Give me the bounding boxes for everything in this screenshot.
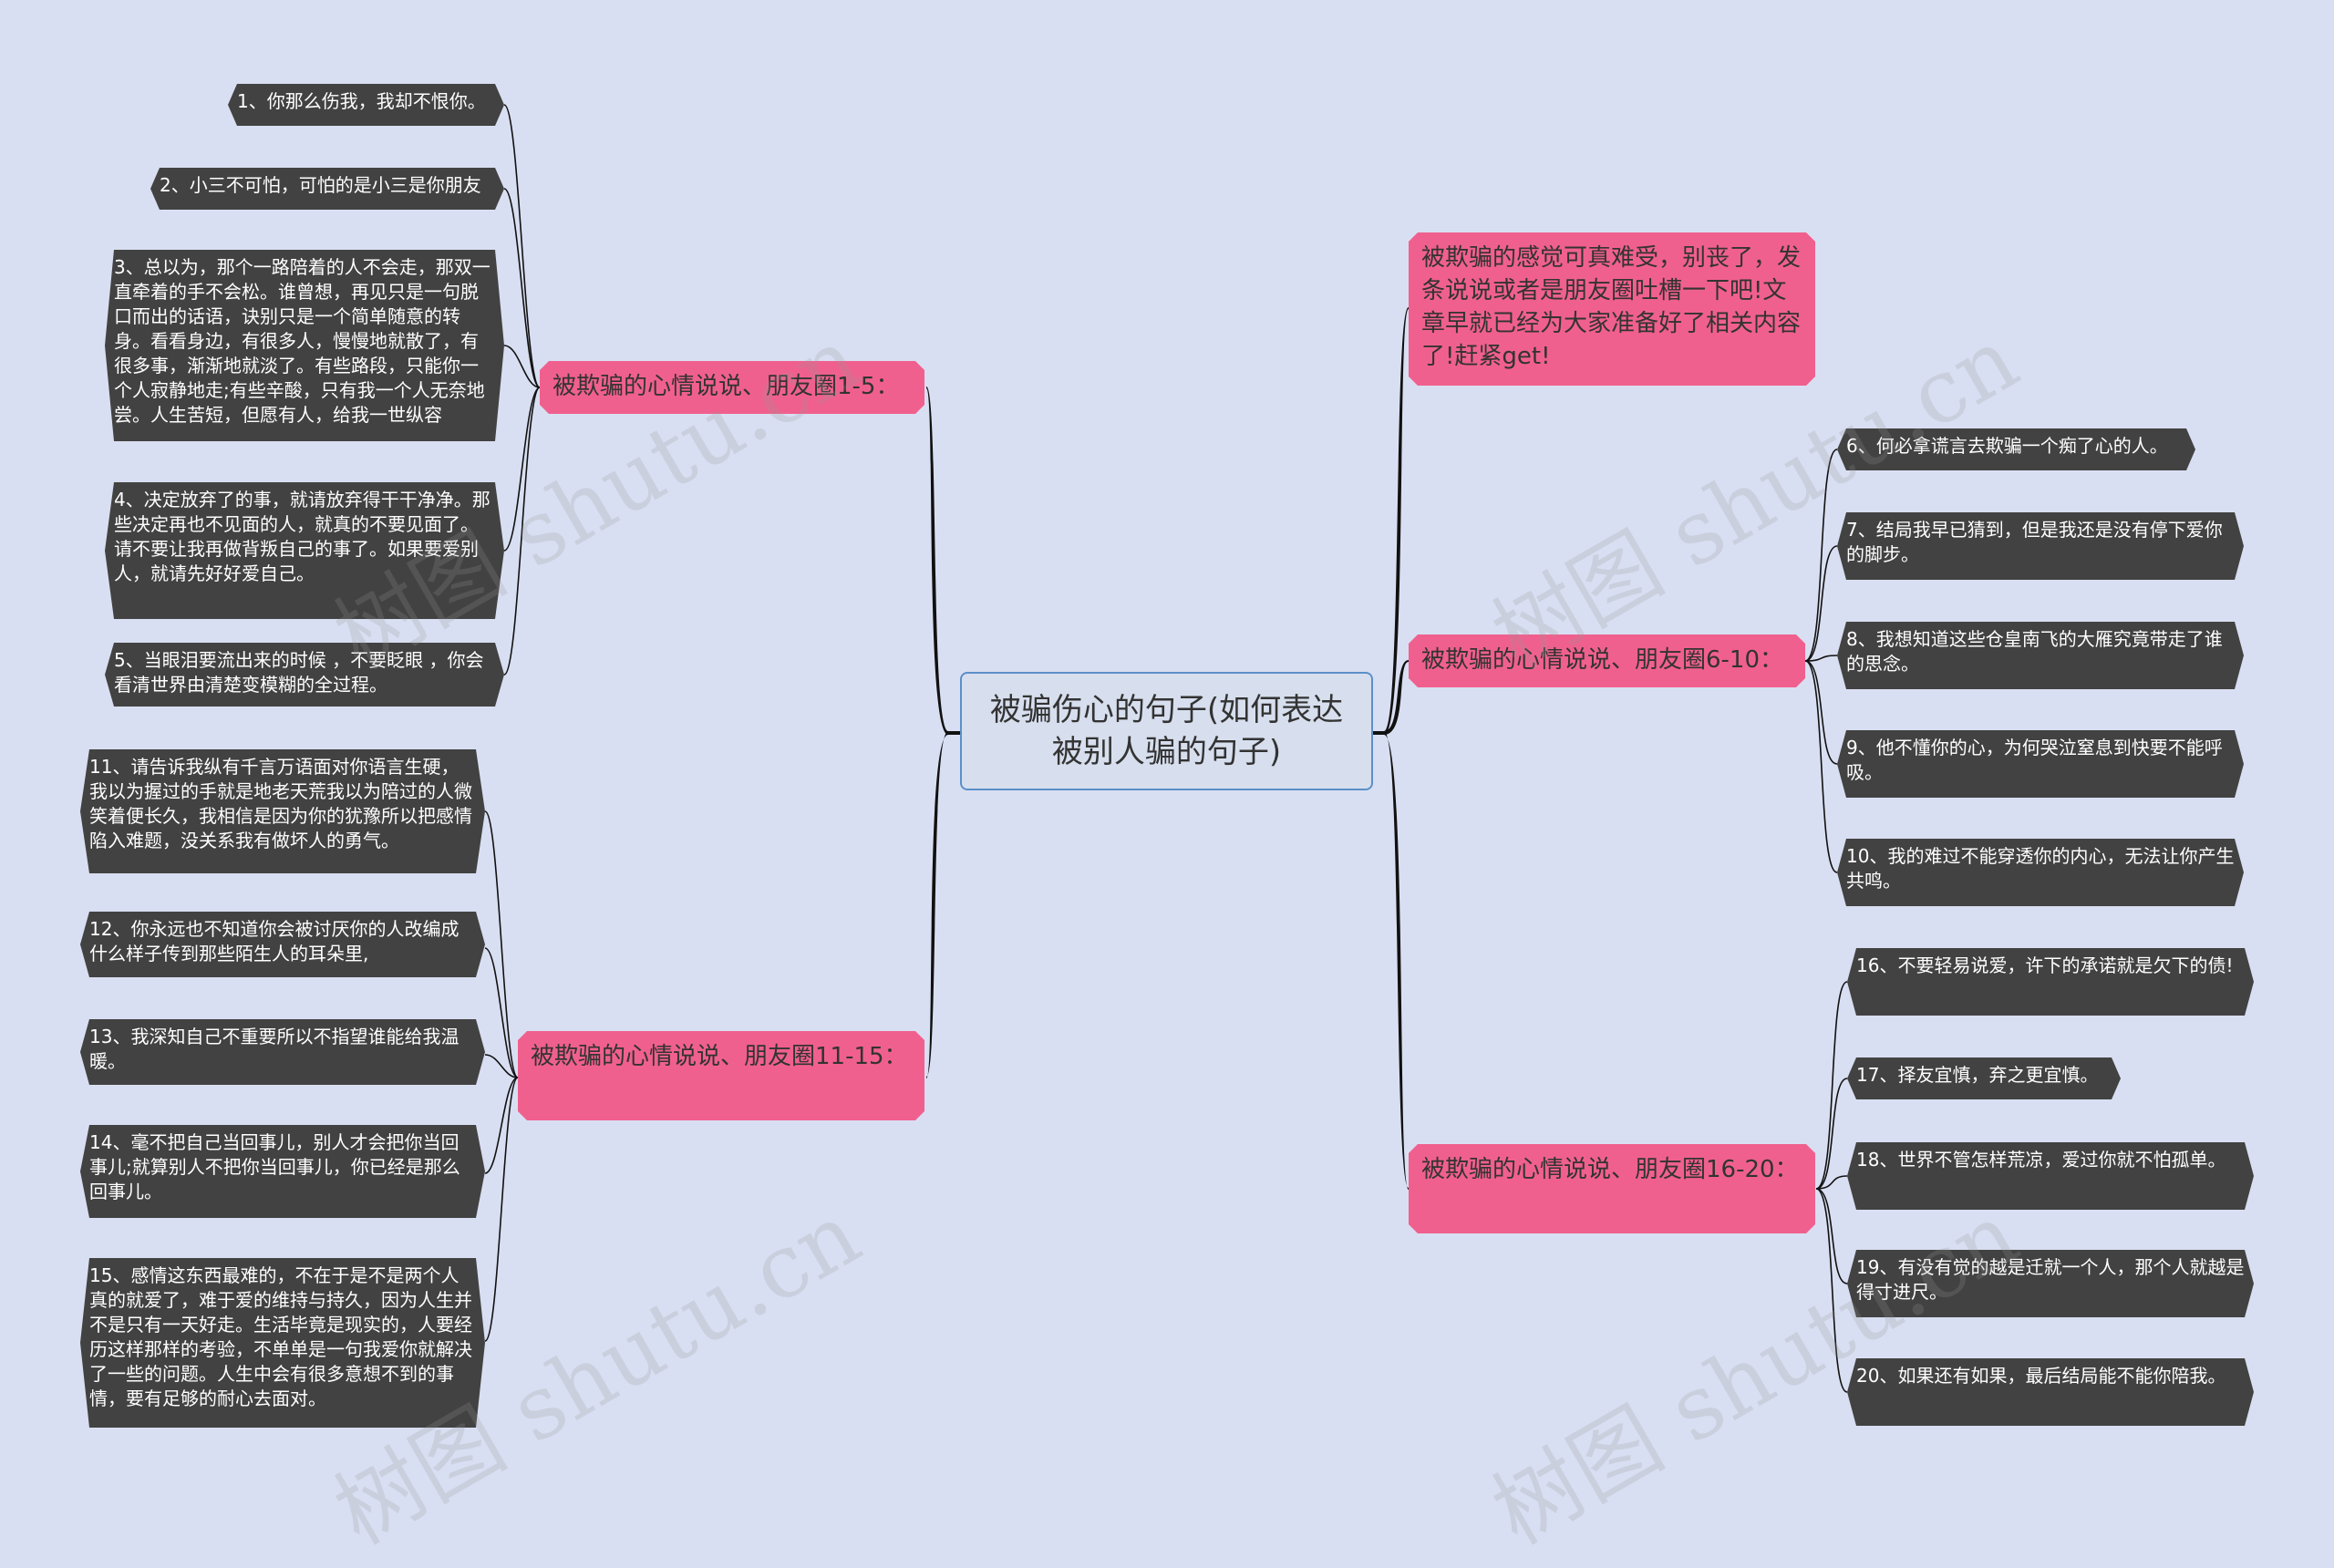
leaf-text: 18、世界不管怎样荒凉，爱过你就不怕孤单。 bbox=[1856, 1149, 2226, 1171]
leaf-text: 3、总以为，那个一路陪着的人不会走，那双一直牵着的手不会松。谁曾想，再见只是一句… bbox=[114, 256, 491, 426]
branch-label-3: 被欺骗的心情说说、朋友圈6-10： bbox=[1421, 646, 1784, 674]
leaf-11[interactable]: 11、请告诉我纵有千言万语面对你语言生硬，我以为握过的手就是地老天荒我以为陪过的… bbox=[80, 749, 485, 873]
leaf-1[interactable]: 1、你那么伤我，我却不恨你。 bbox=[228, 84, 504, 126]
leaf-19[interactable]: 19、有没有觉的越是迁就一个人，那个人就越是得寸进尺。 bbox=[1847, 1250, 2254, 1317]
connector-root-branch-1 bbox=[926, 387, 948, 735]
branch-label-1: 被欺骗的心情说说、朋友圈1-5： bbox=[553, 373, 900, 400]
leaf-text: 16、不要轻易说爱，许下的承诺就是欠下的债! bbox=[1856, 954, 2234, 976]
leaf-4[interactable]: 4、决定放弃了的事，就请放弃得干干净净。那些决定再也不见面的人，就真的不要见面了… bbox=[105, 482, 504, 619]
leaf-3[interactable]: 3、总以为，那个一路陪着的人不会走，那双一直牵着的手不会松。谁曾想，再见只是一句… bbox=[105, 250, 504, 441]
leaf-8[interactable]: 8、我想知道这些仓皇南飞的大雁究竟带走了谁的思念。 bbox=[1837, 622, 2244, 689]
connectors-branch-2 bbox=[484, 810, 519, 1342]
leaf-text: 1、你那么伤我，我却不恨你。 bbox=[237, 90, 486, 112]
connector-root-branch-2 bbox=[926, 731, 948, 1078]
connectors-branch-1 bbox=[503, 104, 541, 676]
leaf-7[interactable]: 7、结局我早已猜到，但是我还是没有停下爱你的脚步。 bbox=[1837, 512, 2244, 580]
branch-node-1[interactable]: 被欺骗的心情说说、朋友圈1-5： bbox=[540, 361, 924, 414]
leaf-20[interactable]: 20、如果还有如果，最后结局能不能你陪我。 bbox=[1847, 1358, 2254, 1426]
leaf-12[interactable]: 12、你永远也不知道你会被讨厌你的人改编成什么样子传到那些陌生人的耳朵里, bbox=[80, 912, 485, 977]
root-topic-text: 被骗伤心的句子(如何表达被别人骗的句子) bbox=[989, 692, 1344, 770]
intro-text: 被欺骗的感觉可真难受，别丧了，发条说说或者是朋友圈吐槽一下吧!文章早就已经为大家… bbox=[1421, 244, 1802, 370]
connectors-branch-3 bbox=[1804, 449, 1838, 873]
leaf-2[interactable]: 2、小三不可怕，可怕的是小三是你朋友 bbox=[150, 168, 504, 210]
leaf-text: 7、结局我早已猜到，但是我还是没有停下爱你的脚步。 bbox=[1846, 519, 2223, 565]
leaf-17[interactable]: 17、择友宜慎，弃之更宜慎。 bbox=[1847, 1057, 2121, 1099]
leaf-14[interactable]: 14、毫不把自己当回事儿，别人才会把你当回事儿;就算别人不把你当回事儿，你已经是… bbox=[80, 1125, 485, 1218]
leaf-16[interactable]: 16、不要轻易说爱，许下的承诺就是欠下的债! bbox=[1847, 948, 2254, 1016]
leaf-text: 5、当眼泪要流出来的时候 ，不要眨眼 ，你会看清世界由清楚变模糊的全过程。 bbox=[114, 649, 484, 696]
branch-node-3[interactable]: 被欺骗的心情说说、朋友圈6-10： bbox=[1409, 634, 1805, 687]
leaf-13[interactable]: 13、我深知自己不重要所以不指望谁能给我温暖。 bbox=[80, 1019, 485, 1085]
leaf-text: 11、请告诉我纵有千言万语面对你语言生硬，我以为握过的手就是地老天荒我以为陪过的… bbox=[89, 756, 472, 851]
leaf-text: 4、决定放弃了的事，就请放弃得干干净净。那些决定再也不见面的人，就真的不要见面了… bbox=[114, 489, 491, 584]
leaf-15[interactable]: 15、感情这东西最难的，不在于是不是两个人真的就爱了，难于爱的维持与持久，因为人… bbox=[80, 1258, 485, 1428]
intro-node[interactable]: 被欺骗的感觉可真难受，别丧了，发条说说或者是朋友圈吐槽一下吧!文章早就已经为大家… bbox=[1409, 232, 1815, 386]
connector-root-branch-4 bbox=[1384, 731, 1409, 1190]
connector-root-branch-3 bbox=[1384, 660, 1409, 735]
leaf-text: 2、小三不可怕，可怕的是小三是你朋友 bbox=[160, 174, 481, 196]
connectors-branch-4 bbox=[1815, 981, 1848, 1393]
leaf-text: 20、如果还有如果，最后结局能不能你陪我。 bbox=[1856, 1365, 2226, 1387]
root-topic[interactable]: 被骗伤心的句子(如何表达被别人骗的句子) bbox=[960, 672, 1373, 790]
connector-root-intro bbox=[1384, 307, 1409, 735]
branch-node-2[interactable]: 被欺骗的心情说说、朋友圈11-15： bbox=[518, 1031, 924, 1120]
leaf-10[interactable]: 10、我的难过不能穿透你的内心，无法让你产生共鸣。 bbox=[1837, 839, 2244, 906]
leaf-text: 13、我深知自己不重要所以不指望谁能给我温暖。 bbox=[89, 1026, 460, 1072]
leaf-text: 8、我想知道这些仓皇南飞的大雁究竟带走了谁的思念。 bbox=[1846, 628, 2223, 675]
leaf-text: 6、何必拿谎言去欺骗一个痴了心的人。 bbox=[1846, 435, 2168, 457]
leaf-text: 19、有没有觉的越是迁就一个人，那个人就越是得寸进尺。 bbox=[1856, 1256, 2245, 1303]
leaf-9[interactable]: 9、他不懂你的心，为何哭泣窒息到快要不能呼吸。 bbox=[1837, 730, 2244, 798]
leaf-6[interactable]: 6、何必拿谎言去欺骗一个痴了心的人。 bbox=[1837, 428, 2195, 470]
leaf-text: 10、我的难过不能穿透你的内心，无法让你产生共鸣。 bbox=[1846, 845, 2235, 892]
leaf-text: 17、择友宜慎，弃之更宜慎。 bbox=[1856, 1064, 2099, 1086]
branch-label-2: 被欺骗的心情说说、朋友圈11-15： bbox=[531, 1043, 908, 1070]
leaf-18[interactable]: 18、世界不管怎样荒凉，爱过你就不怕孤单。 bbox=[1847, 1142, 2254, 1210]
leaf-text: 12、你永远也不知道你会被讨厌你的人改编成什么样子传到那些陌生人的耳朵里, bbox=[89, 918, 460, 965]
leaf-text: 14、毫不把自己当回事儿，别人才会把你当回事儿;就算别人不把你当回事儿，你已经是… bbox=[89, 1131, 460, 1202]
branch-label-4: 被欺骗的心情说说、朋友圈16-20： bbox=[1421, 1156, 1799, 1183]
branch-node-4[interactable]: 被欺骗的心情说说、朋友圈16-20： bbox=[1409, 1144, 1815, 1233]
leaf-text: 9、他不懂你的心，为何哭泣窒息到快要不能呼吸。 bbox=[1846, 737, 2223, 783]
leaf-text: 15、感情这东西最难的，不在于是不是两个人真的就爱了，难于爱的维持与持久，因为人… bbox=[89, 1264, 472, 1409]
connector-lines bbox=[484, 104, 1848, 1393]
leaf-5[interactable]: 5、当眼泪要流出来的时候 ，不要眨眼 ，你会看清世界由清楚变模糊的全过程。 bbox=[105, 643, 504, 707]
